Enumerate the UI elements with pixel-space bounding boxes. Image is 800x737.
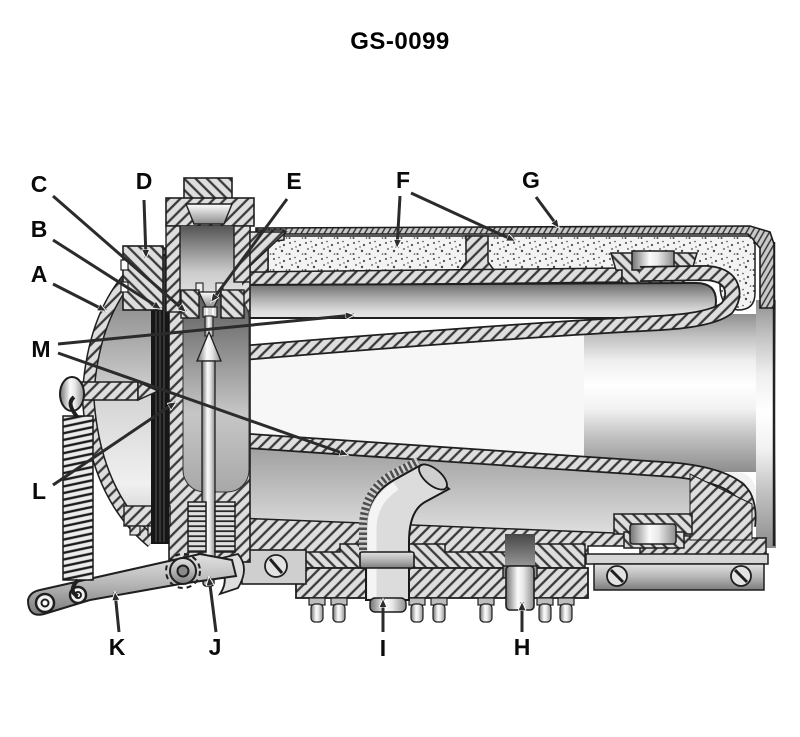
callout-h: H [514, 634, 531, 660]
stem-spring [214, 501, 236, 553]
horn-mouth-gradient [584, 314, 756, 472]
upper-cone-wall [229, 266, 739, 361]
callout-letters: C B A M L D E F G K J I H [31, 167, 540, 661]
callout-l: L [32, 478, 46, 504]
callout-line-f1 [397, 195, 402, 248]
callout-f: F [396, 167, 410, 193]
bonnet [165, 177, 288, 313]
bottom-flange [295, 543, 589, 623]
callout-g: G [522, 167, 540, 193]
callout-e: E [286, 168, 301, 194]
left-mounting-bracket [241, 549, 307, 585]
callout-line-m2 [57, 351, 348, 455]
right-mounting-bracket [585, 553, 769, 591]
right-wall [756, 300, 776, 548]
callout-line-j [209, 577, 218, 633]
callout-i: I [380, 635, 386, 661]
callout-line-e [209, 198, 289, 302]
callout-line-m1 [57, 315, 354, 346]
drain-tube [502, 534, 538, 611]
callout-line-b [52, 238, 161, 311]
callout-line-k [115, 592, 119, 633]
callout-line-c [52, 194, 186, 314]
callout-c: C [31, 171, 48, 197]
upper-tube [235, 281, 718, 319]
figure-title: GS-0099 [350, 28, 450, 55]
callout-d: D [136, 168, 153, 194]
flange-bolts [308, 597, 575, 623]
callout-j: J [209, 634, 222, 660]
housing-body [229, 225, 776, 623]
gland-block [120, 245, 164, 311]
intake-pipe [359, 457, 451, 613]
callout-line-a [52, 282, 106, 313]
callout-a: A [31, 261, 48, 287]
callout-line-l [52, 400, 176, 487]
return-spring [59, 376, 160, 598]
callout-m: M [31, 336, 50, 362]
callout-k: K [109, 634, 126, 660]
valve-assembly [26, 177, 288, 616]
stem-spring [187, 501, 207, 553]
callouts [52, 191, 561, 633]
callout-line-d [144, 199, 146, 258]
callout-b: B [31, 216, 48, 242]
tab-notch [129, 525, 141, 536]
callout-line-g [534, 196, 561, 228]
callout-line-f2 [410, 191, 515, 243]
bottom-boss [613, 513, 693, 549]
lever-pivot [165, 553, 201, 589]
